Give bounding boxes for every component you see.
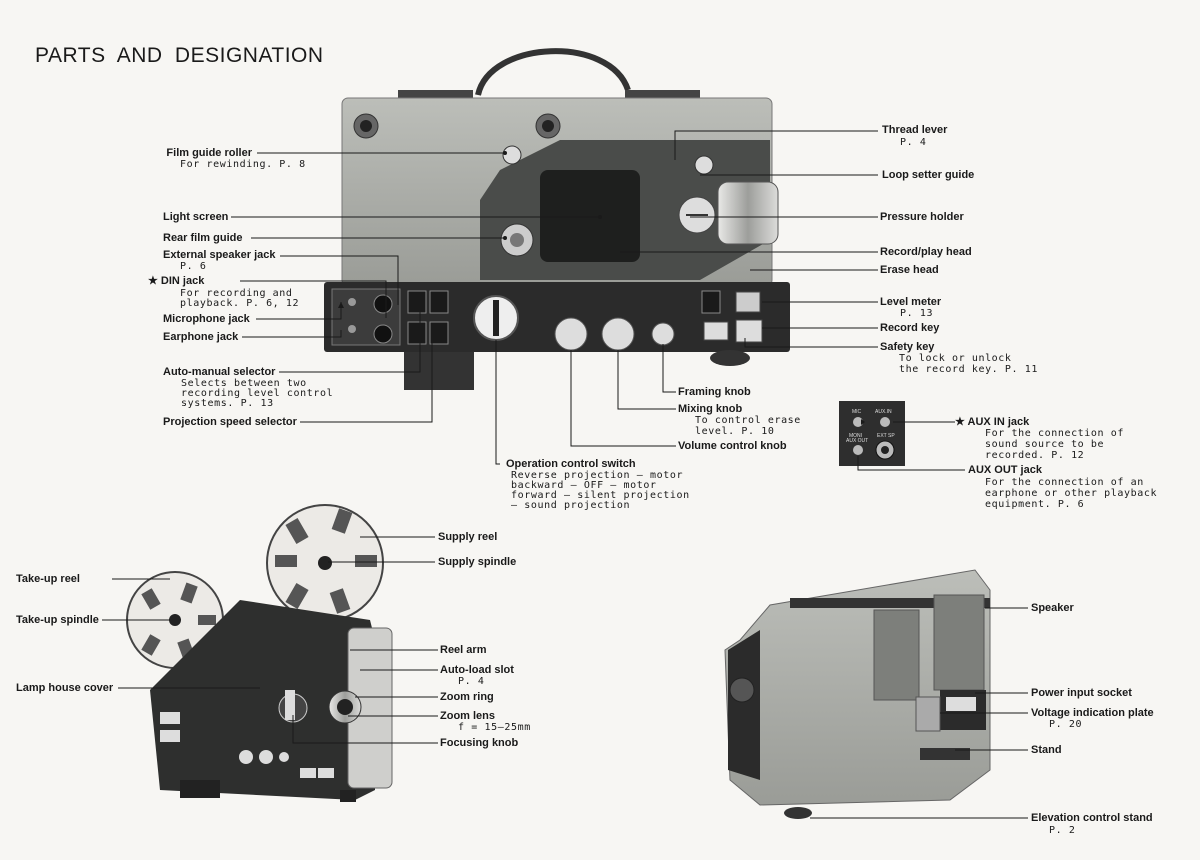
handle-mount-right <box>625 90 700 99</box>
aux-in-jack-note-2: sound source to be <box>985 439 1105 450</box>
pressure-holder-label: Pressure holder <box>880 211 964 223</box>
auto-manual-selector-note-3: systems. P. 13 <box>181 398 274 409</box>
aux-moni-label: MONI <box>849 433 862 439</box>
zoom-lens-label: Zoom lens <box>440 710 496 722</box>
auto-manual-selector-label: Auto-manual selector <box>163 366 276 378</box>
mixing-knob-note-1: To control erase <box>695 415 801 426</box>
microphone-jack-label: Microphone jack <box>163 313 250 325</box>
mixing-knob-note-2: level. P. 10 <box>695 426 775 437</box>
aux-out-jack-note-1: For the connection of an <box>985 477 1144 488</box>
volume-knob-icon <box>554 317 588 351</box>
supply-reel-label: Supply reel <box>438 531 498 543</box>
foot-right <box>710 350 750 366</box>
safety-key-note-2: the record key. P. 11 <box>899 364 1039 375</box>
take-up-reel-label: Take-up reel <box>16 573 80 585</box>
aux-panel <box>839 401 905 466</box>
level-meter-label: Level meter <box>880 296 942 308</box>
auto-load-slot-label: Auto-load slot <box>440 664 514 676</box>
side-body-dark <box>150 600 375 800</box>
record-key-label: Record key <box>880 322 940 334</box>
auto-manual-selector-note-1: Selects between two <box>181 378 307 389</box>
film-guide-roller-note: For rewinding. P. 8 <box>180 159 306 170</box>
handle <box>475 48 631 96</box>
aux-in-jack-label: ★ AUX IN jack <box>955 416 1030 428</box>
framing-knob-icon <box>651 322 675 346</box>
voltage-indication-plate-note: P. 20 <box>1049 719 1083 730</box>
reel-arm-label: Reel arm <box>440 644 487 656</box>
erase-head-label: Erase head <box>880 264 939 276</box>
operation-control-switch-label: Operation control switch <box>506 458 636 470</box>
focusing-knob-label: Focusing knob <box>440 737 519 749</box>
auto-manual-selector-note-2: recording level control <box>181 388 334 399</box>
mixing-knob-label: Mixing knob <box>678 403 743 415</box>
thread-lever-note: P. 4 <box>900 137 927 148</box>
side-projector <box>126 504 393 802</box>
din-jack-note-1: For recording and <box>180 288 293 299</box>
projection-speed-selector-label: Projection speed selector <box>163 416 297 428</box>
safety-key-label: Safety key <box>880 341 935 353</box>
external-speaker-jack-label: External speaker jack <box>163 249 276 261</box>
loop-setter-guide-label: Loop setter guide <box>882 169 975 181</box>
aux-in-jack-note-3: recorded. P. 12 <box>985 450 1085 461</box>
reel-windows <box>275 508 377 614</box>
speaker-grille-right <box>933 594 985 691</box>
elevation-control-stand-label: Elevation control stand <box>1031 812 1153 824</box>
voltage-indication-plate-label: Voltage indication plate <box>1031 707 1154 719</box>
stand-shape <box>920 748 970 760</box>
operation-control-switch-note-1: Reverse projection — motor <box>511 470 684 481</box>
aux-out-jack-note-2: earphone or other playback <box>985 488 1158 499</box>
aux-in-jack-note-1: For the connection of <box>985 428 1125 439</box>
zoom-lens-note: f = 15—25mm <box>458 722 531 733</box>
level-meter-shape <box>735 291 761 313</box>
operation-control-switch-note-4: — sound projection <box>511 500 631 511</box>
aux-out-jack-note-3: equipment. P. 6 <box>985 499 1085 510</box>
din-jack-label: ★ DIN jack <box>148 275 205 287</box>
lens-barrel <box>717 181 779 245</box>
supply-spindle-label: Supply spindle <box>438 556 517 568</box>
page-title: PARTS AND DESIGNATION <box>35 44 324 67</box>
level-meter-note: P. 13 <box>900 308 934 319</box>
take-up-spindle-label: Take-up spindle <box>16 614 99 626</box>
earphone-jack-label: Earphone jack <box>163 331 239 343</box>
film-guide-roller-label: Film guide roller <box>166 147 252 159</box>
record-play-head-label: Record/play head <box>880 246 972 258</box>
zoom-ring-label: Zoom ring <box>440 691 494 703</box>
light-screen-shape <box>540 170 640 262</box>
mixing-knob-icon <box>601 317 635 351</box>
external-speaker-jack-note: P. 6 <box>180 261 207 272</box>
aux-mic-label: MIC <box>852 409 862 415</box>
foot-left <box>404 352 474 390</box>
lens-icon <box>729 677 755 703</box>
auto-load-slot-note: P. 4 <box>458 676 485 687</box>
rear-projector <box>724 569 991 819</box>
top-projector <box>324 48 790 390</box>
power-input-socket-label: Power input socket <box>1031 687 1132 699</box>
rear-body <box>724 569 991 806</box>
record-key-shape <box>735 319 763 343</box>
speaker-label: Speaker <box>1031 602 1074 614</box>
lamp-house-cover-label: Lamp house cover <box>16 682 114 694</box>
volume-control-knob-label: Volume control knob <box>678 440 787 452</box>
elevation-stand-shape <box>784 807 812 819</box>
guide-roller-icon <box>502 145 522 165</box>
safety-key-note-1: To lock or unlock <box>899 353 1012 364</box>
speaker-grille-left <box>873 609 920 701</box>
aux-out-label: AUX OUT <box>846 438 868 444</box>
handle-mount-left <box>398 90 473 99</box>
operation-control-switch-note-2: backward — OFF — motor <box>511 480 657 491</box>
rear-film-guide-label: Rear film guide <box>163 232 243 244</box>
din-jack-note-2: playback. P. 6, 12 <box>180 298 300 309</box>
operation-control-switch-note-3: forward — silent projection <box>511 490 690 501</box>
aux-in-label: AUX.IN <box>875 409 892 415</box>
aux-out-jack-label: AUX OUT jack <box>968 464 1042 476</box>
ext-sp-label: EXT SP <box>877 433 895 439</box>
thread-lever-label: Thread lever <box>882 124 948 136</box>
light-screen-label: Light screen <box>163 211 229 223</box>
elevation-control-stand-note: P. 2 <box>1049 825 1076 836</box>
stand-label: Stand <box>1031 744 1062 756</box>
framing-knob-label: Framing knob <box>678 386 751 398</box>
